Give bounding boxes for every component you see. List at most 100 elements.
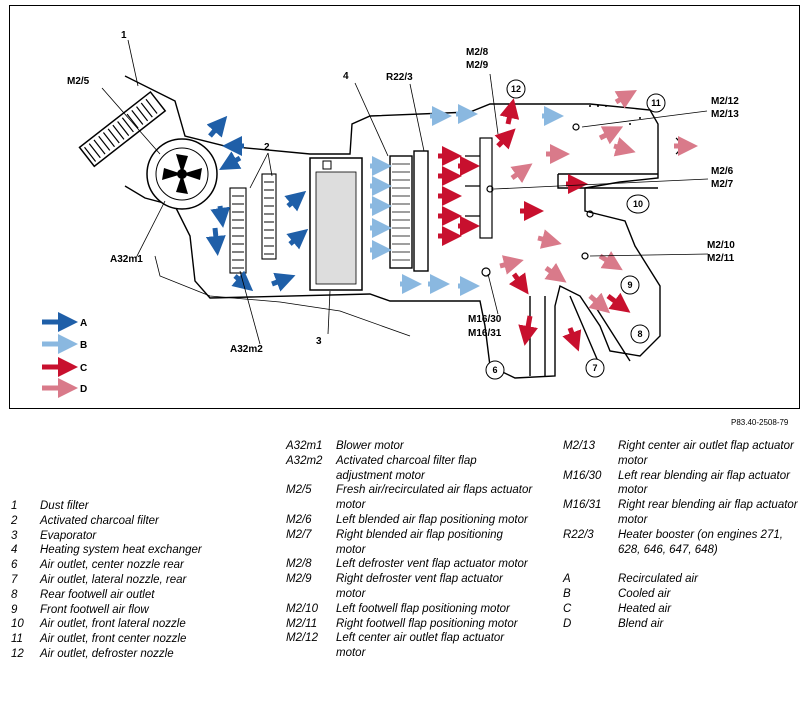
airflow-arrows <box>205 90 698 352</box>
arrow-heated <box>606 292 631 313</box>
charcoal-filter <box>229 173 277 274</box>
label-m2-7: M2/7 <box>711 179 734 190</box>
label-m16-31: M16/31 <box>468 328 502 339</box>
outlet-circle-6 <box>485 360 505 380</box>
dust-filter <box>78 90 167 168</box>
evaporator <box>309 157 363 291</box>
outlet-circle-10 <box>626 194 650 214</box>
label-1: 1 <box>121 30 127 41</box>
label-m2-5: M2/5 <box>67 76 90 87</box>
outlet-circle-7 <box>585 358 605 378</box>
label-m2-9: M2/9 <box>466 60 489 71</box>
label-m16-30: M16/30 <box>468 314 502 325</box>
heat-exchanger <box>389 150 429 272</box>
arrow-blend <box>544 262 567 283</box>
outlet-circle-9 <box>620 275 640 295</box>
label-3: 3 <box>316 336 322 347</box>
label-4: 4 <box>343 71 349 82</box>
arrow-blend <box>598 126 624 145</box>
arrow-blend <box>598 251 623 271</box>
outlet-num-8: 8 <box>637 329 642 339</box>
label-m2-8: M2/8 <box>466 47 489 58</box>
diagram-frame: 12 11 10 9 8 7 6 1 M2/5 2 4 R22/3 M2/8 M… <box>9 5 800 409</box>
arrow-recirculated <box>284 190 307 212</box>
chassis-line <box>154 255 411 337</box>
arrow-recirculated <box>271 272 296 292</box>
label-m2-11: M2/11 <box>707 253 735 264</box>
legend-row: B Cooled air <box>563 588 671 601</box>
arrow-blend <box>613 137 636 157</box>
arrow-blend <box>510 163 533 184</box>
blower-motor <box>146 138 218 210</box>
outlet-dots <box>589 105 641 125</box>
label-2: 2 <box>264 142 270 153</box>
arrow-blend <box>588 292 611 314</box>
arrow-heated <box>499 98 520 125</box>
outlet-circle-11 <box>646 93 666 113</box>
outlet-num-7: 7 <box>592 363 597 373</box>
legend-row: C Heated air <box>563 602 672 615</box>
arrow-heated <box>562 327 582 352</box>
arrow-blend <box>537 229 562 249</box>
label-r22-3: R22/3 <box>386 72 413 83</box>
outlet-num-11: 11 <box>651 98 661 108</box>
arrow-recirculated <box>206 115 228 138</box>
outlet-circle-12 <box>506 79 526 99</box>
outlet-circles <box>485 79 666 380</box>
arrow-recirculated <box>219 151 242 170</box>
figure-ref: P83.40-2508-79 <box>731 418 789 427</box>
label-m2-13: M2/13 <box>711 109 739 120</box>
label-m2-10: M2/10 <box>707 240 735 251</box>
outlet-circle-8 <box>630 324 650 344</box>
key-letter-b: B <box>80 340 87 351</box>
arrow-key: A B C D <box>42 312 87 398</box>
key-letter-a: A <box>80 318 87 329</box>
component-labels: 1 M2/5 2 4 R22/3 M2/8 M2/9 M2/12 M2/13 M… <box>67 30 739 355</box>
outlet-num-9: 9 <box>627 280 632 290</box>
arrow-blend <box>614 90 637 109</box>
arrow-heated <box>508 272 529 295</box>
outlet-num-10: 10 <box>633 199 643 209</box>
key-letter-d: D <box>80 384 87 395</box>
label-m2-6: M2/6 <box>711 166 734 177</box>
outlet-num-12: 12 <box>511 84 521 94</box>
label-a32m2: A32m2 <box>230 344 263 355</box>
arrow-heated <box>494 128 516 150</box>
hvac-diagram: 12 11 10 9 8 7 6 1 M2/5 2 4 R22/3 M2/8 M… <box>42 30 739 398</box>
arrow-blend <box>499 255 524 275</box>
label-m2-12: M2/12 <box>711 96 739 107</box>
outlet-num-6: 6 <box>492 365 497 375</box>
arrow-recirculated <box>231 270 254 292</box>
label-a32m1: A32m1 <box>110 254 143 265</box>
